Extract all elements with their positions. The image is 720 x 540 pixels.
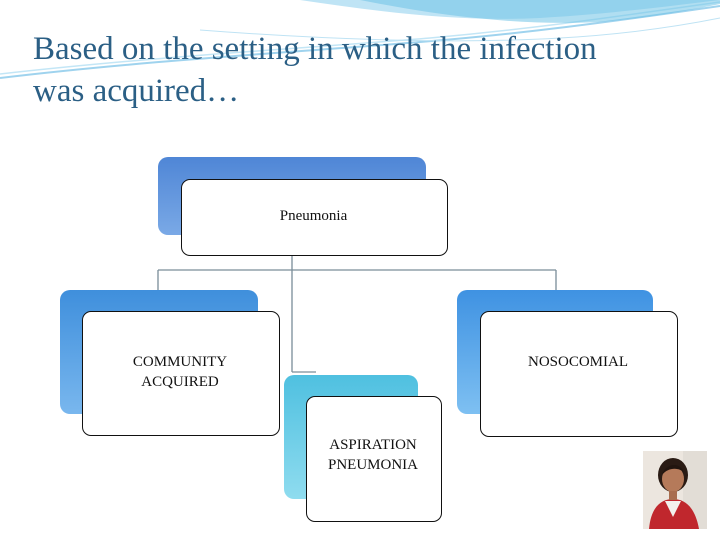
community-node-box [82,311,280,436]
presenter-photo [643,451,707,529]
nosocomial-node-box [480,311,678,437]
root-node-box [181,179,448,256]
aspiration-node-label: ASPIRATION PNEUMONIA [328,437,418,473]
person-photo-icon [643,451,707,529]
header-wave-decoration [0,0,720,79]
community-node-label: COMMUNITY ACQUIRED [132,354,228,390]
slide-title: Based on the setting in which the infect… [33,31,597,109]
root-node-label: Pneumonia [279,208,348,224]
aspiration-node-box [306,396,442,522]
nosocomial-node-label: NOSOCOMIAL [527,354,628,370]
